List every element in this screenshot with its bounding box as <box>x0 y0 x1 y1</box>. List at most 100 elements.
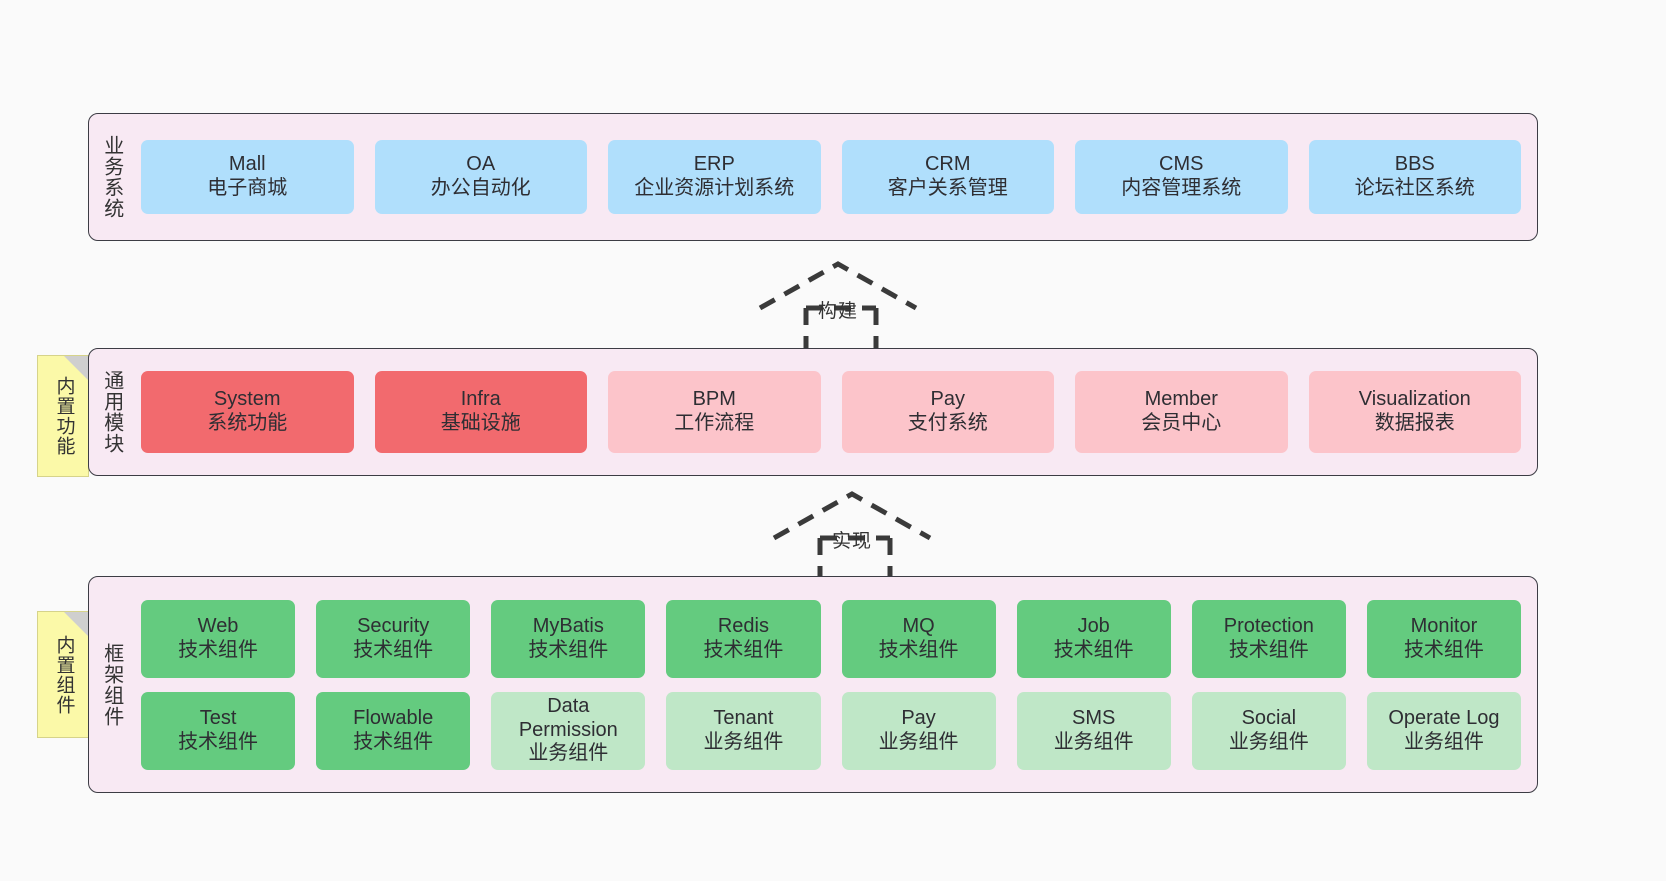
node-title: CRM <box>924 153 971 176</box>
layer-caption-business: 业务系统 <box>100 135 123 219</box>
node-title: MyBatis <box>532 614 604 637</box>
node-title: Job <box>1077 614 1110 637</box>
node-subtitle: 数据报表 <box>1374 412 1455 434</box>
connector-build-label: 构建 <box>817 301 859 322</box>
node-subtitle: 办公自动化 <box>430 177 531 199</box>
layer-common-modules: 通用模块 System 系统功能 Infra 基础设施 BPM 工作流程 Pay… <box>88 348 1538 476</box>
note-builtin-component-text: 内置组件 <box>53 634 75 715</box>
layer-framework-components: 框架组件 Web 技术组件 Security 技术组件 MyBatis 技术组件… <box>88 576 1538 793</box>
node-title: CMS <box>1159 153 1204 176</box>
node-title: SMS <box>1072 706 1116 729</box>
note-fold-icon <box>64 612 88 636</box>
node-title: Infra <box>460 388 501 411</box>
node-security[interactable]: Security 技术组件 <box>316 599 471 678</box>
node-subtitle: 技术组件 <box>528 638 609 661</box>
node-visualization[interactable]: Visualization 数据报表 <box>1308 371 1521 453</box>
node-subtitle: 技术组件 <box>353 730 434 753</box>
node-title: Monitor <box>1410 614 1478 637</box>
node-subtitle: 技术组件 <box>353 638 434 661</box>
node-subtitle: 业务组件 <box>703 730 784 753</box>
node-protection[interactable]: Protection 技术组件 <box>1191 599 1346 678</box>
layer-caption-framework: 框架组件 <box>100 642 123 727</box>
node-mybatis[interactable]: MyBatis 技术组件 <box>491 599 646 678</box>
node-title: OA <box>466 153 496 176</box>
layer-body-common: System 系统功能 Infra 基础设施 BPM 工作流程 Pay 支付系统… <box>133 349 1537 475</box>
node-title: BBS <box>1394 153 1435 176</box>
note-builtin-component: 内置组件 <box>37 611 89 738</box>
node-subtitle: 技术组件 <box>178 730 259 753</box>
layer-caption-common: 通用模块 <box>100 370 123 454</box>
node-test[interactable]: Test 技术组件 <box>141 691 296 770</box>
node-infra[interactable]: Infra 基础设施 <box>374 371 587 453</box>
node-title: ERP <box>693 153 735 176</box>
node-subtitle: 客户关系管理 <box>887 177 1008 199</box>
node-redis[interactable]: Redis 技术组件 <box>666 599 821 678</box>
node-title: Flowable <box>353 706 434 729</box>
node-title: Visualization <box>1358 388 1471 411</box>
node-job[interactable]: Job 技术组件 <box>1016 599 1171 678</box>
node-tenant[interactable]: Tenant 业务组件 <box>666 691 821 770</box>
node-pay-component[interactable]: Pay 业务组件 <box>841 691 996 770</box>
node-title: System <box>213 388 281 411</box>
connector-build: 构建 <box>748 258 928 355</box>
connector-realize: 实现 <box>762 488 942 585</box>
node-sms[interactable]: SMS 业务组件 <box>1016 691 1171 770</box>
generalization-arrow-icon <box>772 491 932 585</box>
node-subtitle: 支付系统 <box>907 412 988 434</box>
node-title: Protection <box>1223 614 1314 637</box>
node-subtitle: 业务组件 <box>1228 730 1309 753</box>
node-subtitle: 业务组件 <box>528 742 609 765</box>
node-subtitle: 论坛社区系统 <box>1354 177 1475 199</box>
connector-realize-label: 实现 <box>831 531 873 552</box>
node-member[interactable]: Member 会员中心 <box>1075 371 1288 453</box>
node-title: Web <box>197 614 239 637</box>
node-system[interactable]: System 系统功能 <box>141 371 354 453</box>
node-title: Member <box>1144 388 1218 411</box>
node-bpm[interactable]: BPM 工作流程 <box>608 371 821 453</box>
node-title: Test <box>199 706 237 729</box>
node-title: Pay <box>901 706 936 729</box>
node-oa[interactable]: OA 办公自动化 <box>374 140 587 214</box>
node-operate-log[interactable]: Operate Log 业务组件 <box>1366 691 1521 770</box>
node-title: Social <box>1241 706 1297 729</box>
node-title: MQ <box>902 614 935 637</box>
node-mq[interactable]: MQ 技术组件 <box>841 599 996 678</box>
framework-tech-row: Web 技术组件 Security 技术组件 MyBatis 技术组件 Redi… <box>141 599 1521 678</box>
node-subtitle: 内容管理系统 <box>1121 177 1242 199</box>
node-subtitle: 会员中心 <box>1141 412 1222 434</box>
node-title: Security <box>357 614 430 637</box>
node-subtitle: 企业资源计划系统 <box>634 177 795 199</box>
node-subtitle: 业务组件 <box>1403 730 1484 753</box>
node-title: Pay <box>930 388 965 411</box>
node-flowable[interactable]: Flowable 技术组件 <box>316 691 471 770</box>
node-subtitle: 技术组件 <box>878 638 959 661</box>
generalization-arrow-icon <box>758 261 918 355</box>
node-crm[interactable]: CRM 客户关系管理 <box>841 140 1054 214</box>
framework-biz-row: Test 技术组件 Flowable 技术组件 Data Permission … <box>141 691 1521 770</box>
node-subtitle: 技术组件 <box>1403 638 1484 661</box>
note-builtin-function: 内置功能 <box>37 355 89 477</box>
layer-body-business: Mall 电子商城 OA 办公自动化 ERP 企业资源计划系统 CRM 客户关系… <box>133 114 1537 240</box>
node-mall[interactable]: Mall 电子商城 <box>141 140 354 214</box>
node-title: Data Permission <box>518 695 618 741</box>
node-pay-module[interactable]: Pay 支付系统 <box>841 371 1054 453</box>
node-subtitle: 系统功能 <box>207 412 288 434</box>
node-subtitle: 工作流程 <box>674 412 755 434</box>
node-web[interactable]: Web 技术组件 <box>141 599 296 678</box>
node-bbs[interactable]: BBS 论坛社区系统 <box>1308 140 1521 214</box>
node-erp[interactable]: ERP 企业资源计划系统 <box>608 140 821 214</box>
note-builtin-function-text: 内置功能 <box>53 376 75 456</box>
node-subtitle: 技术组件 <box>178 638 259 661</box>
node-data-permission[interactable]: Data Permission 业务组件 <box>491 691 646 770</box>
node-monitor[interactable]: Monitor 技术组件 <box>1366 599 1521 678</box>
node-title: Redis <box>717 614 769 637</box>
node-social[interactable]: Social 业务组件 <box>1191 691 1346 770</box>
node-subtitle: 业务组件 <box>878 730 959 753</box>
layer-business-systems: 业务系统 Mall 电子商城 OA 办公自动化 ERP 企业资源计划系统 CRM… <box>88 113 1538 241</box>
node-subtitle: 电子商城 <box>207 177 288 199</box>
business-node-row: Mall 电子商城 OA 办公自动化 ERP 企业资源计划系统 CRM 客户关系… <box>141 140 1521 214</box>
node-cms[interactable]: CMS 内容管理系统 <box>1075 140 1288 214</box>
node-title: Operate Log <box>1388 706 1500 729</box>
node-subtitle: 基础设施 <box>440 412 521 434</box>
